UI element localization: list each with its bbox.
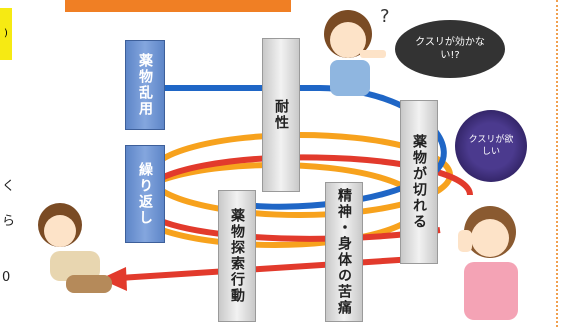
column-label: 繰り返し bbox=[137, 162, 153, 226]
character-suffering-icon bbox=[38, 203, 112, 293]
column-label: 薬物乱用 bbox=[137, 53, 153, 117]
speech-bubble-upper: クスリが効かない!? bbox=[395, 20, 505, 78]
red-arrowhead-icon bbox=[100, 267, 127, 291]
svg-text:?: ? bbox=[380, 6, 390, 27]
left-tab: ) bbox=[0, 8, 12, 60]
column-label: 薬物探索行動 bbox=[229, 208, 245, 304]
column-seishin-shintai-no-kutsuu: 精神・身体の苦痛 bbox=[325, 182, 363, 322]
side-char: 0 bbox=[2, 270, 11, 285]
column-label: 薬物が切れる bbox=[411, 134, 427, 230]
column-kurikaeshi: 繰り返し bbox=[125, 145, 165, 243]
column-taisei: 耐性 bbox=[262, 38, 300, 192]
speech-bubble-lower: クスリが欲しい bbox=[455, 110, 527, 182]
column-yakubutsu-ga-kireru: 薬物が切れる bbox=[400, 100, 438, 264]
dotted-border bbox=[556, 0, 558, 327]
column-label: 耐性 bbox=[273, 99, 289, 131]
character-confused-icon: ? bbox=[324, 6, 390, 96]
speech-text: クスリが効かない!? bbox=[415, 37, 485, 61]
left-tab-text: ) bbox=[4, 28, 8, 39]
column-yakubutsu-tansaku-koudou: 薬物探索行動 bbox=[218, 190, 256, 322]
column-label: 精神・身体の苦痛 bbox=[336, 188, 352, 316]
side-char: く bbox=[2, 179, 16, 194]
top-banner bbox=[65, 0, 291, 12]
column-yakubutsu-ranyo: 薬物乱用 bbox=[125, 40, 165, 130]
character-craving-icon bbox=[458, 206, 518, 320]
side-char: ら bbox=[2, 214, 16, 229]
red-arrow-line bbox=[119, 255, 431, 281]
speech-text: クスリが欲しい bbox=[468, 135, 514, 157]
